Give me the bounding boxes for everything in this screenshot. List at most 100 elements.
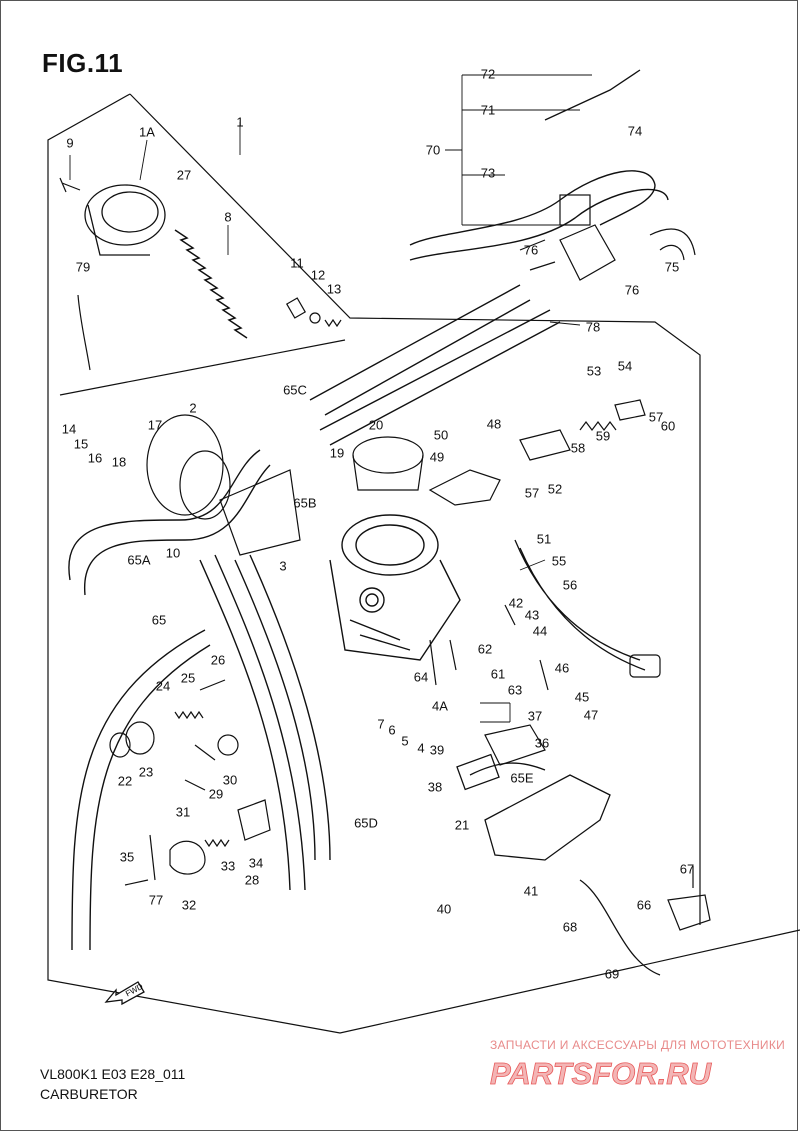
part-label: 79 [75, 259, 91, 275]
screw-9 [59, 177, 81, 193]
part-label: 27 [176, 167, 192, 183]
diaphragm-2 [146, 414, 224, 516]
part-label: 11 [290, 255, 304, 271]
part-label: 66 [636, 897, 652, 913]
part-label: 56 [562, 577, 578, 593]
part-label: 54 [617, 358, 633, 374]
part-label: 64 [413, 669, 429, 685]
part-label: 21 [454, 817, 470, 833]
strap-79 [77, 294, 91, 371]
part-label: 19 [329, 445, 345, 461]
figure-title: FIG.11 [42, 48, 124, 78]
part-label: 6 [388, 722, 396, 738]
part-label: 25 [180, 670, 196, 686]
part-label: 12 [310, 267, 326, 283]
part-label: 23 [138, 764, 154, 780]
hose-65C [319, 309, 561, 446]
part-label: 48 [486, 416, 502, 432]
part-label: 51 [536, 531, 552, 547]
part-label: 13 [326, 281, 342, 297]
part-label: 7 [377, 716, 385, 732]
part-label: 37 [527, 708, 543, 724]
part-label: 43 [524, 607, 540, 623]
part-label: 36 [534, 735, 550, 751]
assembly-outline-right [129, 93, 701, 925]
part-label: 60 [660, 418, 676, 434]
part-label: 65D [354, 815, 378, 831]
part-label: 71 [480, 102, 496, 118]
hose-74 [409, 170, 656, 246]
part-label: 38 [427, 779, 443, 795]
part-label: 31 [175, 804, 191, 820]
part-label: 65A [127, 552, 151, 568]
part-label: 62 [477, 641, 493, 657]
part-label: 14 [61, 421, 77, 437]
part-label: 63 [507, 682, 523, 698]
part-label: 67 [679, 861, 695, 877]
part-label: 32 [181, 897, 197, 913]
part-label: 57 [524, 485, 540, 501]
part-label: 65 [151, 612, 167, 628]
diaphragm-cap [84, 184, 166, 256]
float-bowl [456, 753, 611, 861]
footer-name: CARBURETOR [40, 1086, 138, 1102]
part-label: 4A [432, 698, 448, 714]
part-label: 61 [490, 666, 506, 682]
part-label: 20 [368, 417, 384, 433]
part-label: 39 [429, 742, 445, 758]
part-label: 1 [236, 114, 244, 130]
part-label: 78 [585, 319, 601, 335]
part-label: 69 [604, 966, 620, 982]
part-label: 30 [222, 772, 238, 788]
part-label: 72 [480, 66, 496, 82]
part-label: 34 [248, 855, 264, 871]
part-label: 75 [664, 259, 680, 275]
part-label: 65C [283, 382, 307, 398]
hose-78 [309, 284, 531, 416]
assembly-outline [47, 93, 800, 1034]
part-label: 74 [627, 123, 643, 139]
watermark-logo-text: PARTSFOR.RU [490, 1056, 713, 1091]
part-label: 55 [551, 553, 567, 569]
cover-34 [237, 799, 271, 841]
watermark-caption: ЗАПЧАСТИ И АКСЕССУАРЫ ДЛЯ МОТОТЕХНИКИ [490, 1038, 786, 1052]
part-label: 5 [401, 733, 409, 749]
fwd-arrow-icon: FWD [104, 981, 145, 1006]
part-label: 44 [532, 623, 548, 639]
part-label: 46 [554, 660, 570, 676]
hose-65A [68, 449, 261, 581]
part-label: 76 [523, 242, 539, 258]
part-label: 65B [293, 495, 317, 511]
part-label: 9 [66, 135, 74, 151]
float-36 [484, 724, 546, 766]
part-label: 68 [562, 919, 578, 935]
watermark-logo: PARTSFOR.RU [490, 1056, 713, 1092]
part-label: 58 [570, 440, 586, 456]
footer-code: VL800K1 E03 E28_011 [40, 1066, 186, 1082]
screw-25 [174, 710, 204, 720]
hose-75 [649, 228, 696, 261]
carburetor-body [329, 514, 461, 661]
part-label: 1A [139, 124, 155, 140]
part-label: 42 [508, 595, 524, 611]
part-label: 57 [648, 409, 664, 425]
cable-55-56 [514, 539, 646, 671]
part-label: 10 [165, 545, 181, 561]
clamp-66 [667, 894, 711, 931]
part-label: 8 [224, 209, 232, 225]
part-label: 35 [119, 849, 135, 865]
part-label: 47 [583, 707, 599, 723]
part-label: 33 [220, 858, 236, 874]
piston-3 [219, 469, 301, 556]
part-label: 65E [510, 770, 534, 786]
part-label: 59 [595, 428, 611, 444]
part-label: 52 [547, 481, 563, 497]
part-label: 40 [436, 901, 452, 917]
part-label: 53 [586, 363, 602, 379]
part-label: 22 [117, 773, 133, 789]
hose-65D [234, 559, 316, 861]
part-label: 16 [87, 450, 103, 466]
part-label: 4 [417, 740, 425, 756]
